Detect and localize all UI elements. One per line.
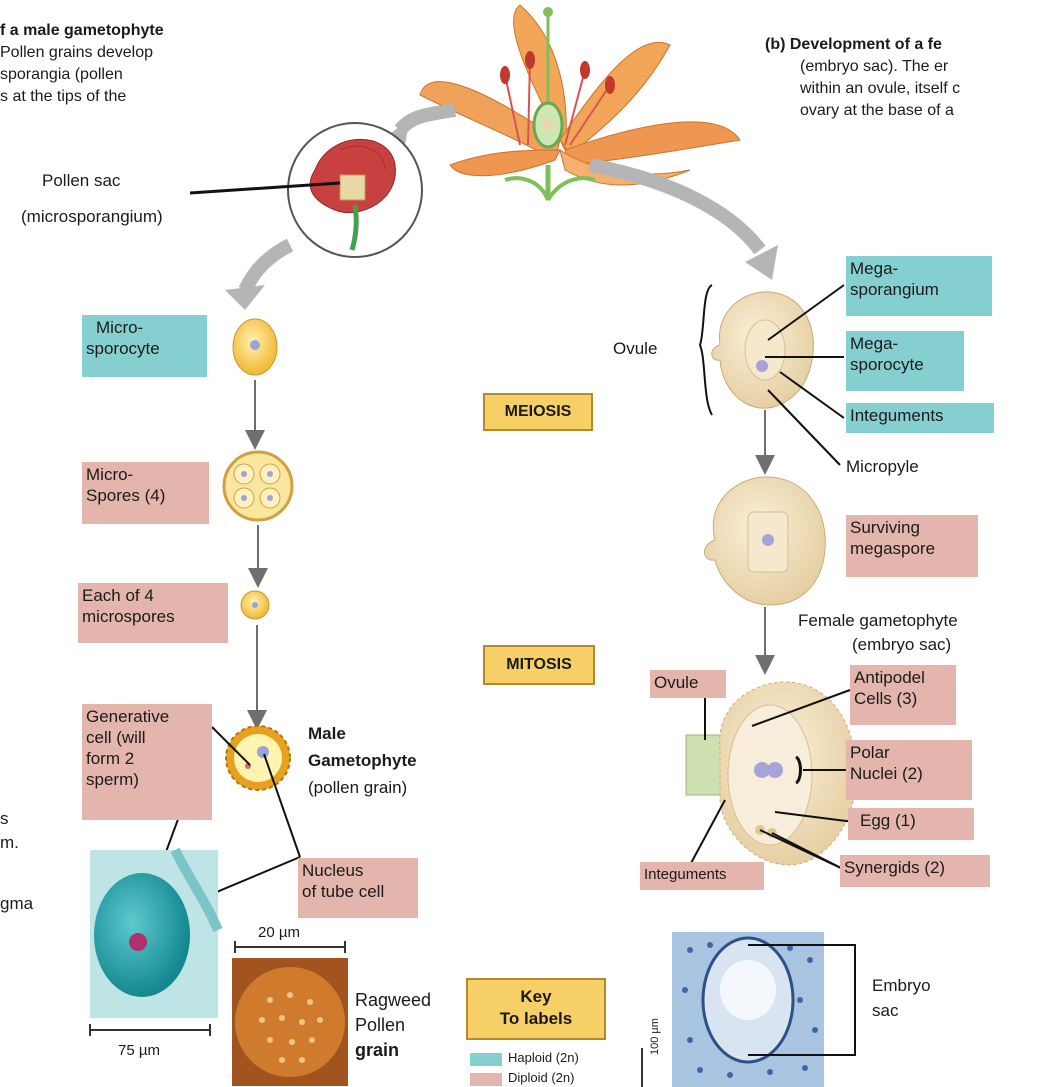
surviving-line-2: megaspore xyxy=(850,538,974,559)
integuments-2-leader xyxy=(690,800,725,865)
key-box: Key To labels xyxy=(466,978,606,1040)
male-label-line-3: (pollen grain) xyxy=(308,777,407,798)
key-title-line-2: To labels xyxy=(468,1008,604,1030)
ovule-brace xyxy=(700,285,712,415)
embryo-sac-micrograph xyxy=(672,932,824,1087)
microsporocyte-label: Micro- sporocyte xyxy=(82,315,207,377)
male-label-line-2: Gametophyte xyxy=(308,750,417,771)
ragweed-line-1: Ragweed xyxy=(355,990,431,1011)
ragweed-pollen-micrograph xyxy=(232,958,348,1086)
egg-label: Egg (1) xyxy=(848,808,974,840)
female-gametophyte-label-1: Female gametophyte xyxy=(798,610,1049,631)
generative-line-3: form 2 xyxy=(86,748,208,769)
ragweed-line-2: Pollen xyxy=(355,1015,405,1036)
surviving-megaspore-illustration xyxy=(704,477,825,605)
generative-cell-label: Generative cell (will form 2 sperm) xyxy=(82,704,212,820)
intro-right-line-2: (embryo sac). The er xyxy=(800,56,1049,77)
mitosis-label: MITOSIS xyxy=(483,645,595,685)
megasporangium-label: Mega- sporangium xyxy=(846,256,992,316)
microspores-line-2: Spores (4) xyxy=(86,485,205,506)
female-gametophyte-label-2: (embryo sac) xyxy=(852,634,951,655)
intro-left-line-1: f a male gametophyte xyxy=(0,20,280,41)
megasporangium-line-2: sporangium xyxy=(850,279,988,300)
microspores-label: Micro- Spores (4) xyxy=(82,462,209,524)
arrowhead xyxy=(745,245,778,280)
intro-left-line-2: Pollen grains develop xyxy=(0,42,280,63)
male-label-line-1: Male xyxy=(308,723,346,744)
left-edge-text-c: gma xyxy=(0,893,33,914)
polar-line-1: Polar xyxy=(850,742,968,763)
microspores-line-1: Micro- xyxy=(86,464,205,485)
surviving-megaspore-label: Surviving megaspore xyxy=(846,515,978,577)
intro-right-line-4: ovary at the base of a xyxy=(800,100,1049,121)
pollen-sac-magnified-illustration xyxy=(288,123,422,257)
key-diploid-label: Diploid (2n) xyxy=(508,1070,574,1086)
micropyle-leader xyxy=(768,390,840,465)
intro-right-line-3: within an ovule, itself c xyxy=(800,78,1049,99)
left-edge-text-a: s xyxy=(0,808,9,829)
integuments-2-label: Integuments xyxy=(640,862,764,890)
microsporocyte-illustration xyxy=(233,319,277,375)
tube-nucleus-label: Nucleus of tube cell xyxy=(298,858,418,918)
key-haploid-label: Haploid (2n) xyxy=(508,1050,579,1066)
intro-left-line-4: s at the tips of the xyxy=(0,86,280,107)
each-microspore-line-1: Each of 4 xyxy=(82,585,224,606)
nucleus-line-2: of tube cell xyxy=(302,881,414,902)
left-edge-text-b: m. xyxy=(0,832,19,853)
microspores-tetrad-illustration xyxy=(224,452,292,520)
meiosis-label: MEIOSIS xyxy=(483,393,593,431)
synergids-label: Synergids (2) xyxy=(840,855,990,887)
intro-left-line-3: sporangia (pollen xyxy=(0,64,280,85)
scale-75-label: 75 µm xyxy=(118,1040,160,1061)
arrowhead xyxy=(225,285,265,310)
nucleus-line-1: Nucleus xyxy=(302,860,414,881)
ovule-illustration xyxy=(712,292,814,408)
generative-line-2: cell (will xyxy=(86,727,208,748)
haploid-swatch xyxy=(470,1053,502,1066)
ovule-label: Ovule xyxy=(613,338,657,359)
diploid-swatch xyxy=(470,1073,502,1086)
surviving-line-1: Surviving xyxy=(850,517,974,538)
antipodal-label: Antipodel Cells (3) xyxy=(850,665,956,725)
micropyle-label: Micropyle xyxy=(846,456,919,477)
microsporocyte-line-2: sporocyte xyxy=(86,338,203,359)
microsporocyte-line-1: Micro- xyxy=(86,317,203,338)
scale-20-label: 20 µm xyxy=(258,922,300,943)
key-title-line-1: Key xyxy=(468,986,604,1008)
megasporocyte-line-2: sporocyte xyxy=(850,354,960,375)
lily-flower-illustration xyxy=(420,5,740,200)
intro-right-line-1: (b) Development of a fe xyxy=(765,34,1049,55)
single-microspore-illustration xyxy=(241,591,269,619)
megasporocyte-label: Mega- sporocyte xyxy=(846,331,964,391)
pollen-sac-label: Pollen sac xyxy=(42,170,120,191)
megasporangium-line-1: Mega- xyxy=(850,258,988,279)
microsporangium-label: (microsporangium) xyxy=(21,206,163,227)
integuments-label: Integuments xyxy=(846,403,994,433)
generative-line-1: Generative xyxy=(86,706,208,727)
ragweed-line-3: grain xyxy=(355,1040,399,1061)
embryo-sac-ovule-illustration xyxy=(686,682,856,865)
each-microspore-line-2: microspores xyxy=(82,606,224,627)
embryo-sac-label-1: Embryo xyxy=(872,975,931,996)
embryo-sac-label-2: sac xyxy=(872,1000,898,1021)
each-microspore-label: Each of 4 microspores xyxy=(78,583,228,643)
megasporocyte-line-1: Mega- xyxy=(850,333,960,354)
antipodal-line-2: Cells (3) xyxy=(854,688,952,709)
polar-line-2: Nuclei (2) xyxy=(850,763,968,784)
polar-nuclei-label: Polar Nuclei (2) xyxy=(846,740,972,800)
generative-line-4: sperm) xyxy=(86,769,208,790)
sac-to-microsporocyte-arrow xyxy=(245,245,290,290)
pollen-grain-illustration xyxy=(226,726,290,790)
scale-100-label: 100 µm xyxy=(645,1018,666,1055)
pollen-tube-micrograph xyxy=(90,850,218,1018)
antipodal-line-1: Antipodel xyxy=(854,667,952,688)
ovule-2-label: Ovule xyxy=(650,670,726,698)
